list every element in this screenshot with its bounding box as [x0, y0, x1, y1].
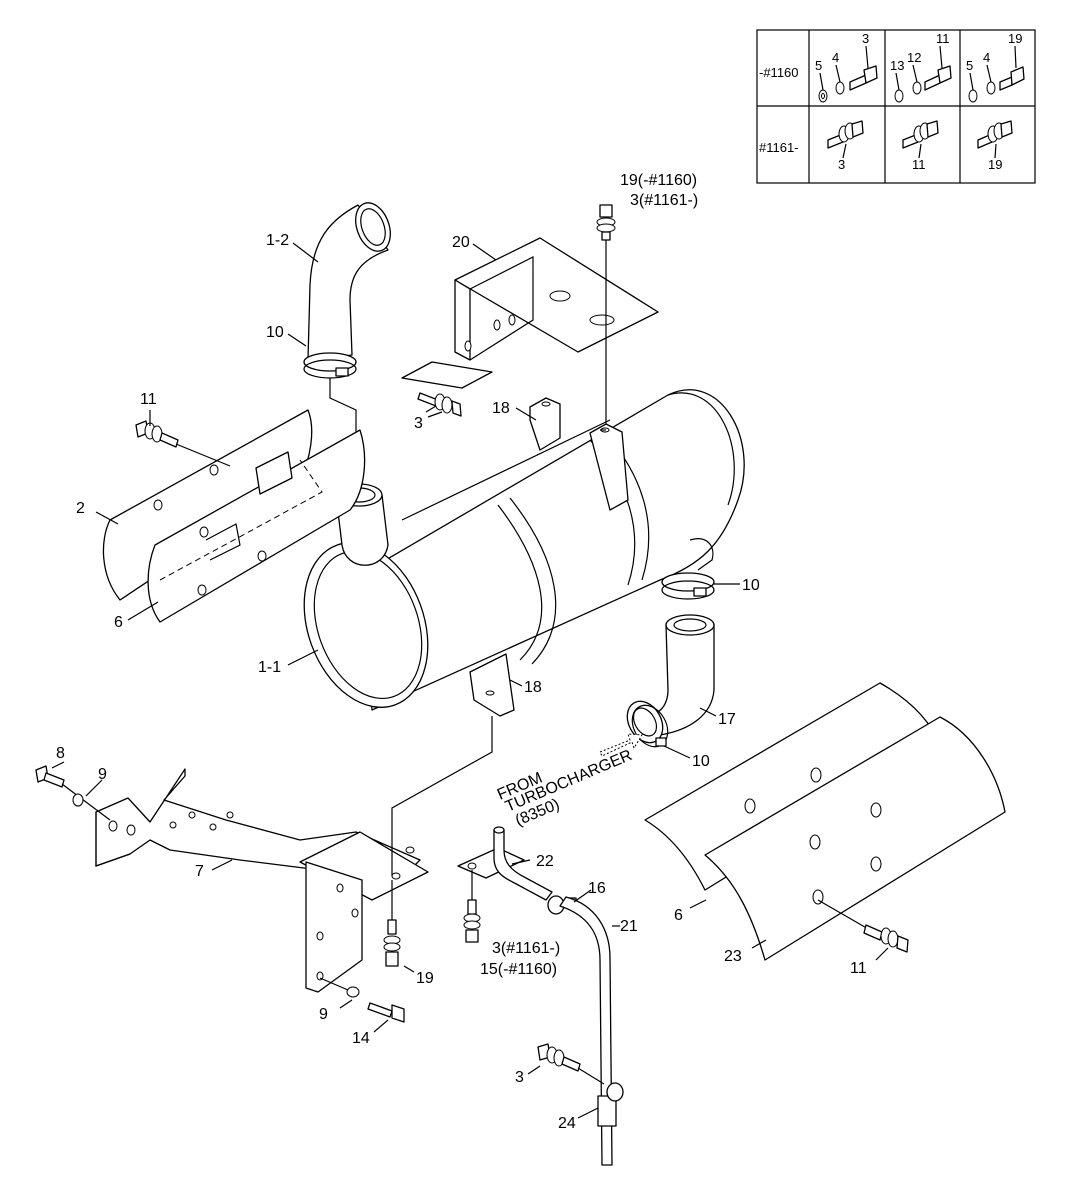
table-num: 12: [907, 50, 921, 65]
bolt-icon: [367, 1002, 405, 1023]
fastener-combo-3-icon: 3: [827, 120, 864, 172]
label-20: 20: [452, 234, 470, 251]
fastener-set-c-icon: 5 4 19: [966, 31, 1025, 103]
label-10-right: 10: [742, 577, 760, 594]
mount-bracket-bottom: [469, 653, 515, 717]
fastener-combo-11-icon: 11: [902, 120, 939, 172]
lower-mount-bracket: [299, 831, 429, 993]
label-15-1160-note: 15(-#1160): [480, 961, 557, 978]
label-21: 21: [620, 918, 638, 935]
label-3-bracket: 3: [414, 415, 423, 432]
fastener-set-b-icon: 13 12 11: [890, 31, 952, 103]
heat-shield-right-front: [704, 716, 1006, 961]
fastener-combo-19-icon: 19: [977, 120, 1013, 172]
label-7: 7: [195, 863, 204, 880]
label-9-bottom: 9: [319, 1006, 328, 1023]
table-num: 5: [966, 58, 973, 73]
label-8: 8: [56, 745, 65, 762]
heat-shield-left-inner: [147, 429, 366, 623]
label-2: 2: [76, 500, 85, 517]
table-num: 5: [815, 58, 822, 73]
bolt-icon: [383, 880, 401, 967]
label-23: 23: [724, 948, 742, 965]
table-row-label-new: #1161-: [759, 140, 799, 155]
inlet-pipe: [303, 202, 391, 379]
washer-icon: [72, 793, 84, 807]
bolt-icon: [135, 420, 231, 467]
washer-icon: [346, 986, 360, 998]
mount-bracket-top: [529, 397, 629, 511]
upper-bracket: [401, 237, 659, 389]
drain-pipe: [457, 826, 624, 1166]
label-9-top: 9: [98, 766, 107, 783]
label-1-1: 1-1: [258, 659, 281, 676]
table-num: 3: [838, 157, 845, 172]
fastener-table: -#1160 #1161- 5 4 3 13 12 11 5 4: [756, 29, 1036, 184]
table-num: 11: [912, 157, 926, 172]
table-num: 4: [983, 50, 990, 65]
label-6-left: 6: [114, 614, 123, 631]
label-6-right: 6: [674, 907, 683, 924]
label-19-old-note: 19(-#1160): [620, 172, 697, 189]
label-14: 14: [352, 1030, 370, 1047]
turbocharger-arrow-icon: [599, 733, 643, 757]
table-num: 13: [890, 58, 904, 73]
label-17: 17: [718, 711, 736, 728]
bolt-icon: [537, 1043, 605, 1085]
table-num: 3: [862, 31, 869, 46]
bolt-icon: [417, 392, 462, 417]
bolt-icon: [596, 204, 616, 430]
label-18-top: 18: [492, 400, 510, 417]
table-num: 19: [988, 157, 1002, 172]
muffler-body: [303, 389, 745, 711]
outlet-elbow: [626, 614, 715, 748]
outlet-clamp: [661, 572, 715, 600]
label-10-top: 10: [266, 324, 284, 341]
table-num: 4: [832, 50, 839, 65]
label-22: 22: [536, 853, 554, 870]
bolt-icon: [35, 765, 111, 821]
label-1-2: 1-2: [266, 232, 289, 249]
label-10-elbow: 10: [692, 753, 710, 770]
bolt-icon: [463, 870, 481, 943]
leader-lines: [51, 242, 889, 1119]
table-num: 19: [1008, 31, 1022, 46]
table-row-label-old: -#1160: [759, 65, 799, 80]
label-19-bottom: 19: [416, 970, 434, 987]
label-11-left: 11: [140, 391, 157, 408]
label-11-right: 11: [850, 960, 867, 977]
label-3-1161-note: 3(#1161-): [492, 940, 560, 957]
bolt-icon: [817, 899, 909, 953]
label-24: 24: [558, 1115, 576, 1132]
fastener-set-a-icon: 5 4 3: [815, 31, 878, 103]
label-16: 16: [588, 880, 606, 897]
label-3-pipe: 3: [515, 1069, 524, 1086]
table-num: 11: [936, 31, 950, 46]
label-3-new-note: 3(#1161-): [630, 192, 698, 209]
label-18-bottom: 18: [524, 679, 542, 696]
